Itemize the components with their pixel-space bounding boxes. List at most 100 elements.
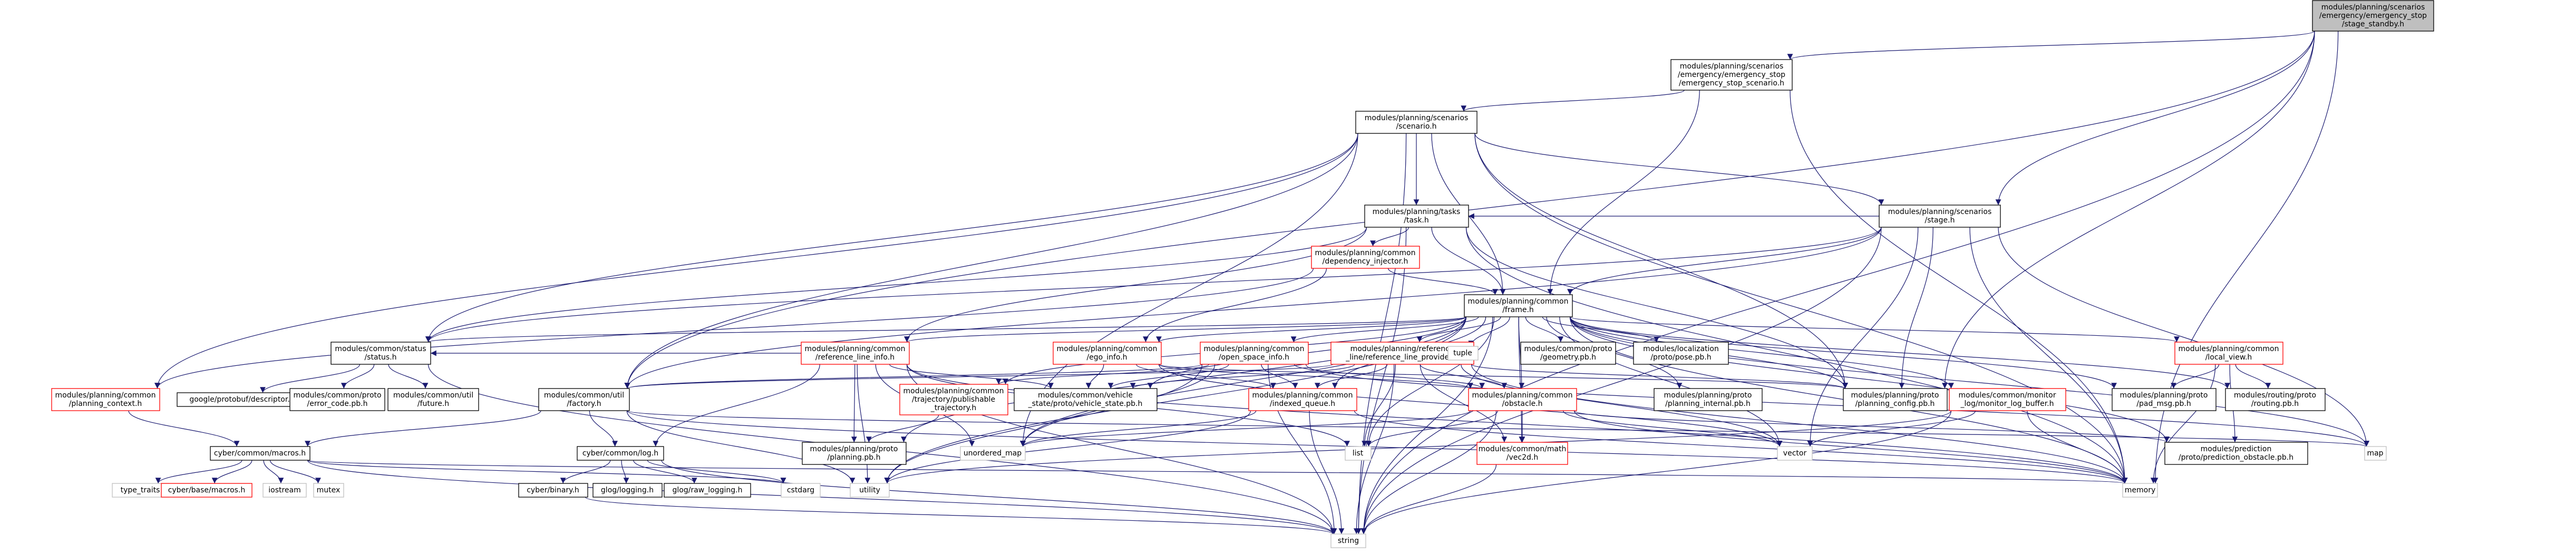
node-pose-pb[interactable]: modules/localization/proto/pose.pb.h	[1633, 342, 1729, 365]
node-vec2d[interactable]: modules/common/math/vec2d.h	[1476, 442, 1568, 465]
node-label: /open_space_info.h	[1219, 353, 1289, 362]
node-open-space-info[interactable]: modules/planning/common/open_space_info.…	[1200, 342, 1309, 365]
node-box	[2174, 342, 2283, 365]
node-status[interactable]: modules/common/status/status.h	[330, 342, 431, 365]
node-reference-line-info[interactable]: modules/planning/common/reference_line_i…	[801, 342, 910, 365]
node-base-macros[interactable]: cyber/base/macros.h	[161, 483, 252, 498]
node-estop-scenario[interactable]: modules/planning/scenarios/emergency/eme…	[1670, 59, 1793, 91]
edge-scenario-to-memory	[1474, 133, 2128, 484]
node-prediction-obstacle-pb[interactable]: modules/prediction/proto/prediction_obst…	[2164, 442, 2308, 465]
edge-reference-line-provider-to-vehicle-state-pb	[1130, 364, 1355, 389]
node-box	[1633, 342, 1729, 365]
node-string[interactable]: string	[1330, 533, 1366, 548]
node-box	[538, 388, 630, 411]
edge-estop-scenario-to-memory	[1790, 90, 2128, 484]
edge-frame-to-planning-pb	[901, 316, 1467, 443]
edge-estop-stage-standby-to-factory	[624, 31, 2315, 389]
node-task[interactable]: modules/planning/tasks/task.h	[1364, 205, 1469, 228]
node-tuple[interactable]: tuple	[1447, 346, 1479, 361]
node-label: google/protobuf/descriptor.h	[189, 395, 294, 404]
node-box	[1476, 442, 1568, 465]
node-estop-stage-standby[interactable]: modules/planning/scenarios/emergency/eme…	[2312, 0, 2434, 32]
edge-estop-stage-standby-to-planning-config-pb	[1942, 31, 2315, 389]
node-label: modules/planning/proto	[1664, 391, 1752, 400]
edge-estop-stage-standby-to-memory	[2152, 31, 2339, 484]
node-box	[1248, 388, 1357, 411]
node-label: /local_view.h	[2205, 353, 2252, 362]
edge-estop-stage-standby-to-string	[1360, 31, 2315, 535]
node-vehicle-state-pb[interactable]: modules/common/vehicle_state/proto/vehic…	[1014, 388, 1158, 411]
node-future[interactable]: modules/common/util/future.h	[387, 388, 479, 411]
node-iostream[interactable]: iostream	[263, 483, 307, 498]
node-stage[interactable]: modules/planning/scenarios/stage.h	[1879, 205, 2001, 228]
edge-vec2d-to-string	[1360, 464, 1497, 535]
node-cstdarg[interactable]: cstdarg	[781, 483, 821, 498]
node-map[interactable]: map	[2364, 446, 2387, 461]
node-vector[interactable]: vector	[1777, 446, 1813, 461]
edge-task-to-planning-config-pb	[1465, 227, 1848, 389]
node-planning-config-pb[interactable]: modules/planning/proto/planning_config.p…	[1843, 388, 1948, 411]
node-box	[850, 483, 890, 498]
node-routing-pb[interactable]: modules/routing/proto/routing.pb.h	[2225, 388, 2326, 411]
node-cyber-log[interactable]: cyber/common/log.h	[577, 446, 664, 461]
node-geometry-pb[interactable]: modules/common/proto/geometry.pb.h	[1520, 342, 1616, 365]
edge-dependency-injector-to-planning-context	[154, 268, 1314, 389]
node-google-descriptor[interactable]: google/protobuf/descriptor.h	[177, 392, 307, 407]
node-planning-pb[interactable]: modules/planning/proto/planning.pb.h	[802, 442, 907, 465]
node-box	[518, 483, 588, 498]
node-planning-context[interactable]: modules/planning/common/planning_context…	[51, 388, 160, 411]
node-glog-raw-logging[interactable]: glog/raw_logging.h	[664, 483, 751, 498]
edge-obstacle-to-unordered-map	[1020, 410, 1471, 447]
node-box	[1200, 342, 1309, 365]
node-box	[1053, 342, 1162, 365]
edge-open-space-info-to-indexed-queue	[1261, 364, 1298, 389]
edge-binary-to-string	[585, 497, 1336, 535]
node-mutex[interactable]: mutex	[313, 483, 344, 498]
node-indexed-queue[interactable]: modules/planning/common/indexed_queue.h	[1248, 388, 1357, 411]
edge-scenario-to-string	[1355, 133, 1407, 535]
node-obstacle[interactable]: modules/planning/common/obstacle.h	[1468, 388, 1577, 411]
node-binary[interactable]: cyber/binary.h	[518, 483, 588, 498]
node-list[interactable]: list	[1345, 446, 1372, 461]
node-box	[330, 342, 431, 365]
edge-open-space-info-to-map	[1305, 364, 2369, 447]
node-box	[1670, 59, 1793, 91]
node-unordered-map[interactable]: unordered_map	[960, 446, 1026, 461]
edge-ego-info-to-vehicle-state-pb	[1085, 364, 1104, 389]
node-label: modules/planning/reference	[1350, 345, 1454, 353]
node-type-traits[interactable]: type_traits	[112, 483, 169, 498]
edge-scenario-to-factory	[624, 133, 1358, 389]
node-log-buffer[interactable]: modules/common/monitor_log/monitor_log_b…	[1949, 388, 2066, 411]
node-error-code-pb[interactable]: modules/common/proto/error_code.pb.h	[289, 388, 385, 411]
node-memory[interactable]: memory	[2122, 483, 2158, 498]
node-label: /planning_context.h	[69, 400, 142, 408]
node-planning-internal-pb[interactable]: modules/planning/proto/planning_internal…	[1654, 388, 1763, 411]
node-box	[1014, 388, 1158, 411]
node-pad-msg-pb[interactable]: modules/planning/proto/pad_msg.pb.h	[2112, 388, 2217, 411]
node-label: vector	[1783, 449, 1807, 458]
node-label: modules/planning/common	[1057, 345, 1158, 353]
edge-indexed-queue-to-memory	[1354, 410, 2128, 484]
node-scenario[interactable]: modules/planning/scenarios/scenario.h	[1355, 111, 1477, 134]
node-label: glog/raw_logging.h	[673, 486, 743, 494]
node-label: modules/planning/scenarios	[1680, 62, 1784, 71]
edge-scenario-to-status	[425, 133, 1358, 343]
node-glog-logging[interactable]: glog/logging.h	[592, 483, 663, 498]
node-publishable-trajectory[interactable]: modules/planning/common/trajectory/publi…	[899, 384, 1008, 415]
node-frame[interactable]: modules/planning/common/frame.h	[1464, 294, 1573, 317]
node-box	[781, 483, 821, 498]
edge-factory-to-utility	[626, 410, 856, 484]
edge-frame-to-status	[426, 316, 1467, 343]
node-label: /task.h	[1404, 216, 1429, 225]
edge-frame-to-geometry-pb	[1525, 316, 1564, 343]
node-local-view[interactable]: modules/planning/common/local_view.h	[2174, 342, 2283, 365]
node-ego-info[interactable]: modules/planning/common/ego_info.h	[1053, 342, 1162, 365]
edge-obstacle-to-vector	[1562, 410, 1783, 447]
edge-macros-to-base-macros	[211, 460, 252, 484]
node-factory[interactable]: modules/common/util/factory.h	[538, 388, 630, 411]
node-utility[interactable]: utility	[850, 483, 890, 498]
node-box	[112, 483, 169, 498]
node-macros[interactable]: cyber/common/macros.h	[210, 446, 310, 461]
edge-log-buffer-to-memory	[2027, 410, 2128, 484]
node-dependency-injector[interactable]: modules/planning/common/dependency_injec…	[1311, 246, 1420, 269]
